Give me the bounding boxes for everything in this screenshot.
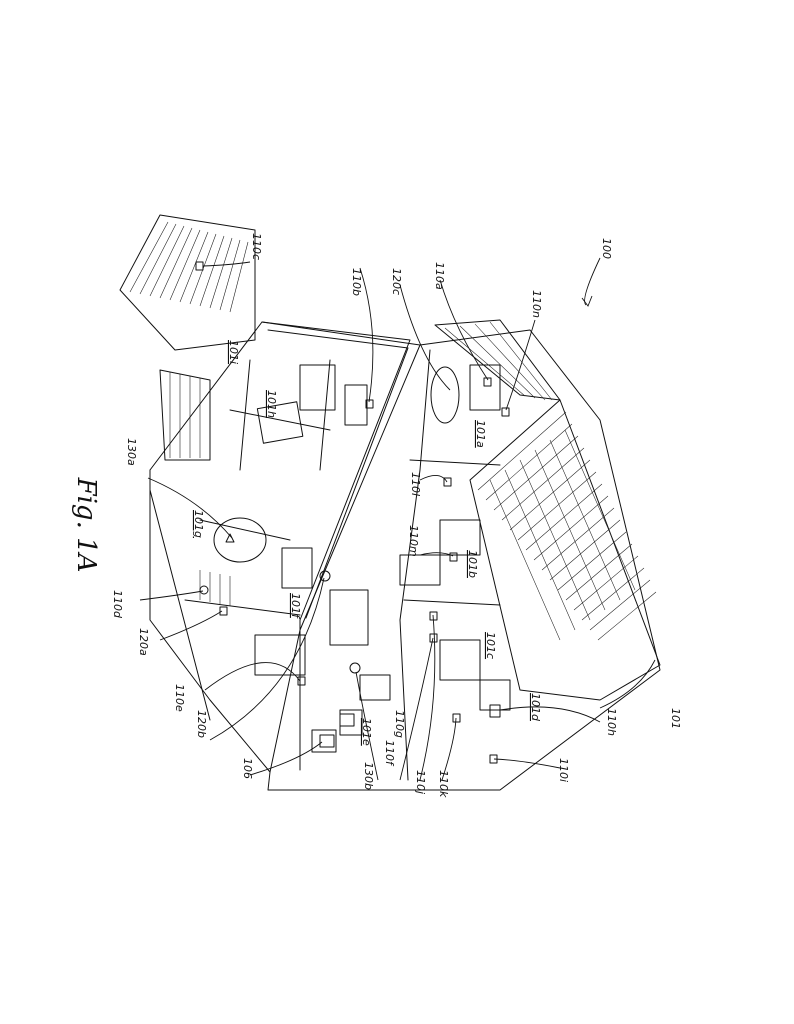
reference-labels: 100 101 110c 110b 120c 110a 110n 101a 10… xyxy=(111,233,682,798)
figure-caption: Fig. 1A xyxy=(71,477,101,573)
label-110f: 110f xyxy=(383,740,396,767)
label-110h: 110h xyxy=(605,708,618,736)
label-110i: 110i xyxy=(557,758,570,782)
label-106: 106 xyxy=(241,758,254,779)
label-110d: 110d xyxy=(111,590,124,619)
label-101g: 101g xyxy=(192,510,205,538)
label-101e: 101e xyxy=(360,718,373,746)
label-110m: 110m xyxy=(407,525,420,557)
label-110k: 110k xyxy=(437,770,450,798)
leader-lines xyxy=(139,257,656,781)
label-120b: 120b xyxy=(195,710,208,738)
label-101f: 101f xyxy=(289,593,302,620)
label-120a: 120a xyxy=(137,628,150,656)
label-130a: 130a xyxy=(125,438,138,466)
label-110n: 110n xyxy=(530,290,543,318)
label-110a: 110a xyxy=(433,262,446,290)
label-101: 101 xyxy=(669,708,682,729)
label-130b: 130b xyxy=(362,762,375,790)
house-outline xyxy=(119,214,661,791)
label-101c: 101c xyxy=(484,632,497,659)
roof xyxy=(434,319,661,701)
label-101a: 101a xyxy=(474,420,487,448)
label-100: 100 xyxy=(600,238,613,259)
interior-furniture xyxy=(199,364,511,753)
label-110e: 110e xyxy=(173,684,186,712)
label-101b: 101b xyxy=(466,550,479,578)
label-101h: 101h xyxy=(265,390,278,418)
label-101d: 101d xyxy=(529,693,542,722)
label-120c: 120c xyxy=(390,268,403,295)
device-markers xyxy=(195,261,510,764)
label-110j: 110j xyxy=(414,770,427,795)
label-101i: 101i xyxy=(227,340,240,364)
label-110l-upper: 110l xyxy=(409,472,422,496)
label-110c: 110c xyxy=(250,233,263,260)
label-110g: 110g xyxy=(393,710,406,738)
label-110b: 110b xyxy=(350,268,363,296)
